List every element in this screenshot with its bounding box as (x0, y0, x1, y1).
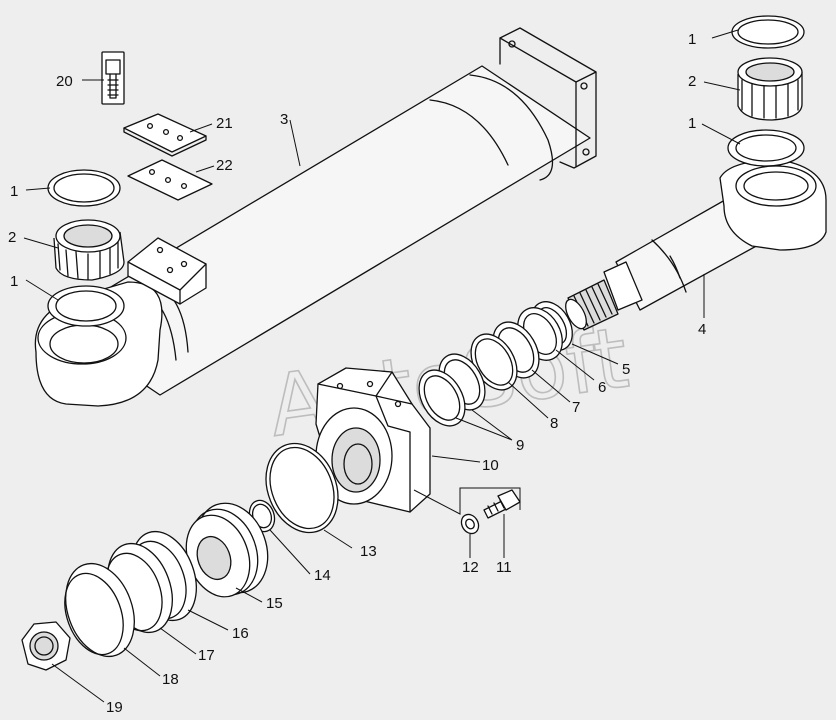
callout-1: 1 (10, 273, 18, 290)
plate-22 (127, 159, 213, 201)
callout-3: 3 (280, 111, 288, 128)
callout-14: 14 (314, 567, 331, 584)
ring-1-right-lower (727, 129, 805, 167)
nut-19 (21, 621, 71, 671)
callout-5: 5 (622, 361, 630, 378)
ring-1-right-top (731, 15, 805, 49)
callout-10: 10 (482, 457, 499, 474)
cylinder-head-10 (315, 367, 431, 513)
callout-20: 20 (56, 73, 73, 90)
callout-18: 18 (162, 671, 179, 688)
piston-15 (185, 502, 269, 598)
callout-16: 16 (232, 625, 249, 642)
o-ring-13 (265, 442, 339, 534)
ring-1-left-lower (47, 285, 125, 327)
ring-18 (64, 562, 135, 658)
callout-12: 12 (462, 559, 479, 576)
callout-1: 1 (688, 31, 696, 48)
callout-11: 11 (496, 559, 512, 576)
callout-17: 17 (198, 647, 215, 664)
callout-15: 15 (266, 595, 283, 612)
washer-12 (460, 513, 480, 535)
seal-8 (470, 333, 518, 391)
callout-2: 2 (8, 229, 16, 246)
callout-1: 1 (688, 115, 696, 132)
ring-1-left-upper (47, 169, 121, 207)
leader-lines (23, 29, 741, 703)
callout-7: 7 (572, 399, 580, 416)
seal-9 (418, 353, 486, 427)
callout-21: 21 (216, 115, 233, 132)
callout-1: 1 (10, 183, 18, 200)
callout-labels: 1 2 1 20 21 22 3 1 2 1 4 5 6 7 8 9 10 11… (8, 31, 706, 716)
piston-rod (565, 195, 761, 331)
callout-22: 22 (216, 157, 233, 174)
bolt-11 (483, 489, 521, 519)
callout-13: 13 (360, 543, 377, 560)
callout-6: 6 (598, 379, 606, 396)
callout-4: 4 (698, 321, 706, 338)
callout-8: 8 (550, 415, 558, 432)
plate-21 (123, 113, 207, 157)
callout-9: 9 (516, 437, 524, 454)
bearing-2-left (53, 219, 125, 281)
bearing-2-right (737, 57, 803, 121)
barrel-mounting-block (127, 237, 207, 305)
cylinder-barrel (51, 27, 597, 396)
callout-2: 2 (688, 73, 696, 90)
rod-mounting-eye (719, 159, 827, 251)
bolt-20 (101, 51, 125, 105)
callout-19: 19 (106, 699, 123, 716)
